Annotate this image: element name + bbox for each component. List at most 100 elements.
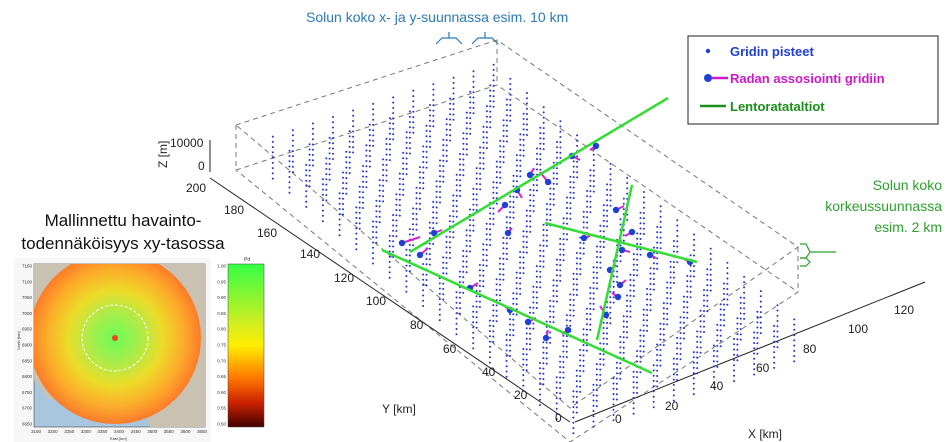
grid-point: [392, 96, 395, 99]
grid-point: [552, 295, 555, 297]
grid-point: [288, 170, 291, 173]
grid-point: [606, 322, 608, 324]
grid-point: [612, 377, 615, 380]
associated-grid-point: [602, 311, 610, 319]
grid-point: [582, 247, 585, 250]
grid-point: [459, 195, 461, 197]
grid-point: [656, 364, 659, 367]
grid-point: [328, 178, 331, 181]
grid-point: [572, 421, 575, 424]
y-tick-label: 80: [410, 318, 424, 332]
grid-point: [395, 198, 398, 201]
grid-point: [596, 250, 598, 253]
grid-point: [525, 369, 528, 372]
grid-point: [495, 171, 498, 174]
grid-point: [405, 280, 408, 283]
grid-point: [642, 206, 645, 209]
grid-point: [595, 378, 598, 381]
grid-point: [585, 307, 588, 310]
grid-point: [589, 286, 592, 289]
grid-point: [345, 166, 348, 169]
grid-point: [712, 370, 715, 373]
grid-point: [575, 252, 578, 254]
grid-point: [395, 209, 398, 211]
grid-point: [572, 288, 575, 291]
grid-point: [408, 152, 411, 155]
grid-point: [499, 262, 501, 265]
grid-point: [392, 214, 395, 216]
grid-point: [539, 383, 541, 385]
grid-point: [425, 150, 428, 153]
grid-point: [388, 153, 391, 156]
grid-point: [555, 376, 558, 379]
grid-point: [639, 238, 642, 240]
grid-point: [616, 281, 619, 283]
grid-point: [586, 200, 589, 203]
grid-point: [773, 345, 776, 348]
grid-point: [512, 334, 515, 337]
grid-point: [412, 105, 415, 108]
grid-point: [656, 231, 659, 234]
grid-point: [348, 145, 351, 148]
grid-point: [505, 370, 508, 373]
grid-point: [495, 278, 498, 281]
grid-point: [676, 229, 679, 232]
grid-point: [499, 273, 501, 276]
grid-point: [459, 158, 461, 161]
grid-point: [549, 305, 552, 308]
grid-point: [525, 241, 528, 244]
grid-point: [375, 231, 378, 234]
grid-point: [706, 305, 709, 308]
grid-point: [776, 330, 779, 333]
grid-point: [412, 223, 415, 226]
grid-point: [472, 193, 475, 196]
grid-point: [679, 342, 682, 345]
grid-point: [321, 214, 324, 217]
x-ticks: 0 20 40 60 80 100 120: [615, 303, 914, 426]
grid-point: [692, 356, 695, 359]
grid-point: [519, 138, 522, 141]
inset-x-tick: 3350: [97, 429, 108, 434]
grid-point: [422, 284, 425, 286]
grid-point: [515, 164, 518, 167]
grid-point: [626, 182, 629, 185]
grid-point: [375, 226, 378, 229]
grid-point: [609, 311, 612, 314]
grid-point: [579, 236, 582, 239]
grid-point: [308, 185, 311, 188]
grid-point: [442, 261, 445, 264]
grid-point: [566, 217, 568, 220]
grid-point: [709, 273, 712, 276]
grid-point: [569, 293, 572, 296]
grid-point: [439, 170, 441, 172]
grid-point: [428, 263, 431, 266]
grid-point: [499, 257, 501, 260]
grid-point: [622, 341, 625, 344]
grid-point: [385, 164, 388, 166]
grid-point: [435, 217, 438, 219]
grid-point: [509, 77, 512, 80]
grid-point: [475, 177, 478, 180]
grid-point: [485, 238, 488, 241]
grid-point: [736, 338, 739, 341]
grid-point: [572, 176, 575, 179]
grid-point: [509, 334, 511, 336]
grid-point: [482, 141, 485, 144]
grid-point: [599, 240, 602, 243]
grid-point: [572, 272, 575, 275]
grid-point: [542, 346, 545, 349]
grid-point: [572, 299, 575, 301]
grid-point: [599, 261, 602, 264]
grid-point: [699, 336, 702, 338]
grid-point: [435, 211, 438, 214]
grid-point: [291, 150, 294, 153]
grid-point: [592, 302, 595, 305]
grid-point: [596, 287, 598, 290]
grid-point: [709, 252, 712, 255]
grid-point: [288, 165, 291, 168]
grid-point: [672, 357, 675, 360]
grid-point: [696, 351, 699, 354]
grid-point: [432, 99, 435, 102]
grid-point: [542, 357, 545, 360]
grid-point: [739, 301, 742, 304]
